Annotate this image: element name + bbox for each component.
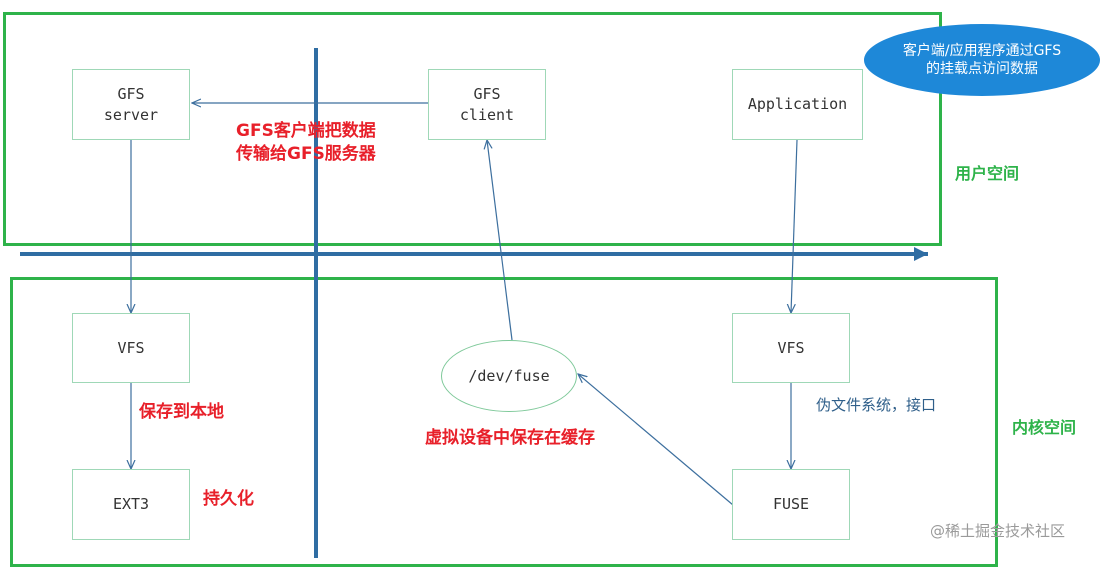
watermark: @稀土掘金技术社区 bbox=[930, 522, 1066, 540]
kernel-space-label: 内核空间 bbox=[1012, 418, 1077, 437]
persist-annotation: 持久化 bbox=[203, 489, 254, 509]
fuse-box: FUSE bbox=[732, 469, 850, 540]
arrow-devfuse-to-client bbox=[487, 140, 513, 341]
gfs-server-box: GFS server bbox=[72, 69, 190, 140]
pseudo-fs-annotation: 伪文件系统，接口 bbox=[816, 396, 937, 414]
user-space-region bbox=[3, 12, 942, 246]
gfs-client-box: GFS client bbox=[428, 69, 546, 140]
cloud-note-text: 客户端/应用程序通过GFS 的挂载点访问数据 bbox=[902, 43, 1062, 77]
save-local-annotation: 保存到本地 bbox=[139, 402, 224, 422]
dev-fuse-oval: /dev/fuse bbox=[441, 340, 577, 412]
client-to-server-annotation: GFS客户端把数据 传输给GFS服务器 bbox=[236, 121, 376, 164]
application-box: Application bbox=[732, 69, 863, 140]
vfs-right-box: VFS bbox=[732, 313, 850, 383]
virtual-device-cache-annotation: 虚拟设备中保存在缓存 bbox=[425, 428, 595, 448]
arrow-app-to-vfs bbox=[791, 139, 798, 313]
user-space-label: 用户空间 bbox=[955, 164, 1020, 183]
cloud-note: 客户端/应用程序通过GFS 的挂载点访问数据 bbox=[864, 24, 1100, 96]
arrow-fuse-to-devfuse bbox=[578, 374, 734, 506]
vfs-left-box: VFS bbox=[72, 313, 190, 383]
ext3-box: EXT3 bbox=[72, 469, 190, 540]
